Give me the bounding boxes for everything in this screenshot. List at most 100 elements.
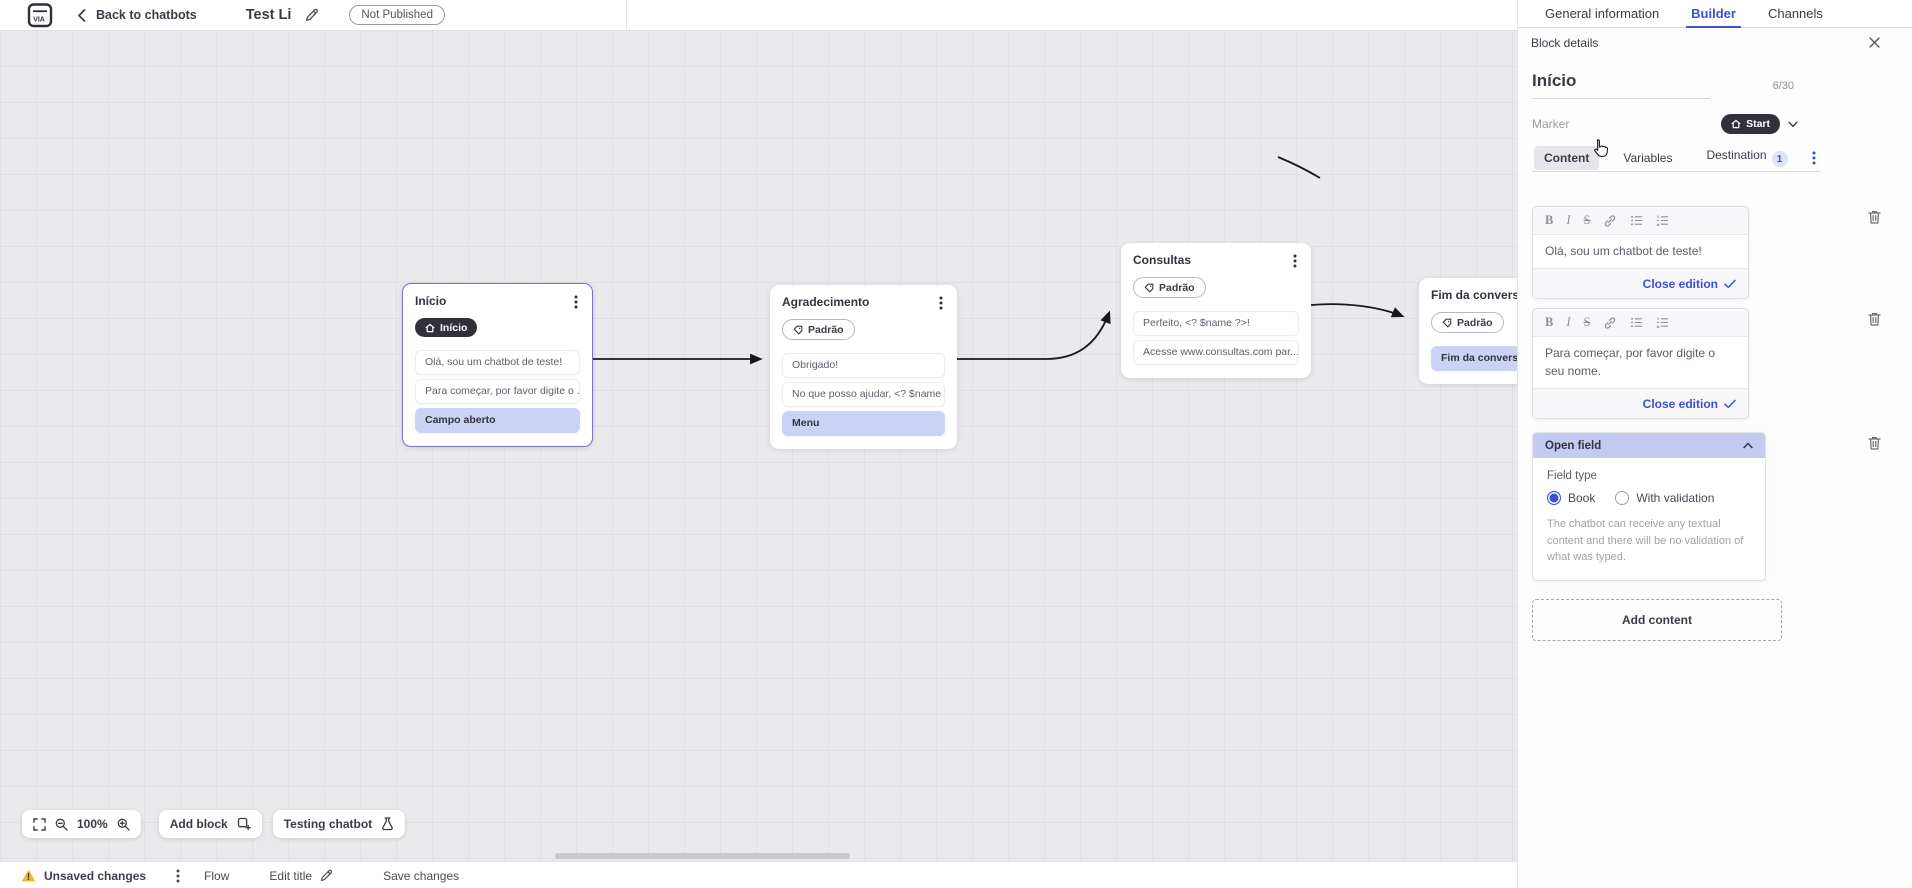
strikethrough-icon[interactable]: S <box>1583 315 1591 330</box>
radio-selected-icon[interactable] <box>1547 491 1561 506</box>
node-menu-row[interactable]: Menu <box>782 411 945 436</box>
marker-row: Marker Start <box>1532 114 1798 134</box>
chatbot-title[interactable]: Test Li <box>245 7 292 23</box>
svg-text:VIA: VIA <box>33 16 45 23</box>
pencil-icon <box>320 869 333 882</box>
editor-text[interactable]: Para começar, por favor digite o seu nom… <box>1545 346 1716 378</box>
tab-content[interactable]: Content <box>1534 145 1600 170</box>
node-content-row[interactable]: Para começar, por favor digite o ... <box>415 379 580 404</box>
node-content-row[interactable]: No que posso ajudar, <? $name ... <box>782 382 945 407</box>
tab-builder[interactable]: Builder <box>1686 0 1741 28</box>
node-marker-badge: Padrão <box>1133 277 1206 298</box>
edge-consultas-fim <box>1310 303 1405 318</box>
content-item: B I S Olá, sou um chatbot de tes <box>1532 206 1912 300</box>
home-icon <box>425 323 435 332</box>
node-content-row[interactable]: Acesse www.consultas.com par... <box>1133 340 1299 365</box>
top-bar: VIA Back to chatbots Test Li Not Publish… <box>0 0 1517 30</box>
node-marker-badge: Início <box>415 318 478 337</box>
add-block-button[interactable]: Add block <box>158 810 262 838</box>
flow-node-inicio[interactable]: Início Início Olá, sou um chatbot de tes… <box>402 283 593 447</box>
editor-text[interactable]: Olá, sou um chatbot de teste! <box>1545 244 1702 258</box>
node-content-row[interactable]: Olá, sou um chatbot de teste! <box>415 350 580 375</box>
save-changes-button[interactable]: Save changes <box>383 868 460 883</box>
radio-unselected-icon[interactable] <box>1615 491 1630 506</box>
italic-icon[interactable]: I <box>1566 315 1571 330</box>
statusbar-menu-icon[interactable] <box>176 869 180 883</box>
flask-icon <box>381 817 394 831</box>
fullscreen-icon[interactable] <box>33 817 46 831</box>
flow-canvas[interactable]: Início Início Olá, sou um chatbot de tes… <box>0 30 1517 861</box>
open-field-header[interactable]: Open field <box>1533 433 1765 459</box>
strikethrough-icon[interactable]: S <box>1583 213 1591 227</box>
flow-connections <box>593 156 1405 365</box>
link-icon[interactable] <box>1603 316 1617 330</box>
node-open-field-row[interactable]: Campo aberto <box>415 408 580 433</box>
block-name-input[interactable]: Início <box>1532 71 1710 99</box>
edit-title-label: Edit title <box>269 868 313 883</box>
marker-start-badge[interactable]: Start <box>1721 114 1780 134</box>
tab-general-information[interactable]: General information <box>1545 5 1660 21</box>
node-title: Início <box>415 294 447 308</box>
marker-selector: Start <box>1721 114 1798 134</box>
chevron-down-icon[interactable] <box>1788 121 1798 128</box>
add-block-label: Add block <box>169 817 228 831</box>
node-content-row[interactable]: Perfeito, <? $name ?>! <box>1133 311 1299 336</box>
edit-title-button[interactable]: Edit title <box>269 869 333 883</box>
delete-content-icon[interactable] <box>1867 435 1882 451</box>
italic-icon[interactable]: I <box>1566 213 1571 227</box>
delete-content-icon[interactable] <box>1867 209 1882 225</box>
back-label: Back to chatbots <box>96 8 197 22</box>
editor-toolbar: B I S <box>1533 207 1748 235</box>
block-details-title: Block details <box>1531 35 1599 50</box>
block-details-header: Block details <box>1518 28 1912 57</box>
flow-node-agradecimento[interactable]: Agradecimento Padrão Obrigado! No que po… <box>770 285 957 449</box>
back-to-chatbots-button[interactable]: Back to chatbots <box>77 8 197 22</box>
radio-with-validation[interactable]: With validation <box>1615 491 1714 506</box>
tabs-menu-icon[interactable] <box>1812 151 1816 165</box>
radio-book[interactable]: Book <box>1547 491 1595 506</box>
close-edition-button[interactable]: Close edition <box>1533 268 1748 299</box>
node-marker-badge: Padrão <box>782 319 855 340</box>
numbered-list-icon[interactable] <box>1656 214 1669 227</box>
close-edition-button[interactable]: Close edition <box>1533 388 1748 419</box>
add-content-button[interactable]: Add content <box>1532 598 1782 641</box>
flow-node-consultas[interactable]: Consultas Padrão Perfeito, <? $name ?>! … <box>1121 243 1311 378</box>
canvas-horizontal-scrollbar[interactable] <box>555 853 850 859</box>
testing-chatbot-button[interactable]: Testing chatbot <box>272 810 406 838</box>
text-editor: B I S Olá, sou um chatbot de tes <box>1532 206 1749 300</box>
home-icon <box>1731 119 1741 129</box>
node-menu-icon[interactable] <box>572 294 580 310</box>
node-menu-icon[interactable] <box>1291 253 1299 269</box>
node-end-row[interactable]: Fim da conversa <box>1431 346 1517 371</box>
chevron-up-icon[interactable] <box>1743 442 1753 449</box>
bullet-list-icon[interactable] <box>1630 214 1643 227</box>
bold-icon[interactable]: B <box>1545 315 1554 330</box>
close-edition-label: Close edition <box>1642 276 1718 291</box>
content-item: B I S Para começar, por favor di <box>1532 308 1912 420</box>
app-logo[interactable]: VIA <box>27 2 53 28</box>
node-marker-label: Padrão <box>1457 316 1493 329</box>
edit-chatbot-title-icon[interactable] <box>305 8 319 22</box>
link-icon[interactable] <box>1603 214 1617 228</box>
text-editor: B I S Para começar, por favor di <box>1532 308 1749 420</box>
bold-icon[interactable]: B <box>1545 213 1554 227</box>
flow-node-fim-da-conversa[interactable]: Fim da conversa Padrão Fim da conversa <box>1419 278 1517 384</box>
logo-icon: VIA <box>27 2 53 27</box>
node-title: Agradecimento <box>782 295 870 309</box>
tab-variables[interactable]: Variables <box>1623 150 1673 165</box>
block-details-panel: General information Builder Channels Blo… <box>1517 0 1912 888</box>
flow-button[interactable]: Flow <box>204 868 230 883</box>
numbered-list-icon[interactable] <box>1656 316 1669 329</box>
close-icon[interactable] <box>1869 37 1880 48</box>
zoom-out-icon[interactable] <box>55 818 68 831</box>
node-header: Agradecimento <box>782 295 945 312</box>
zoom-in-icon[interactable] <box>117 818 130 831</box>
node-content-row[interactable]: Obrigado! <box>782 353 945 378</box>
node-menu-icon[interactable] <box>937 295 945 311</box>
bullet-list-icon[interactable] <box>1630 316 1643 329</box>
canvas-controls: 100% Add block Testing chatbot <box>22 810 406 838</box>
tab-channels[interactable]: Channels <box>1767 5 1823 21</box>
tag-icon <box>793 325 803 334</box>
delete-content-icon[interactable] <box>1867 311 1882 327</box>
